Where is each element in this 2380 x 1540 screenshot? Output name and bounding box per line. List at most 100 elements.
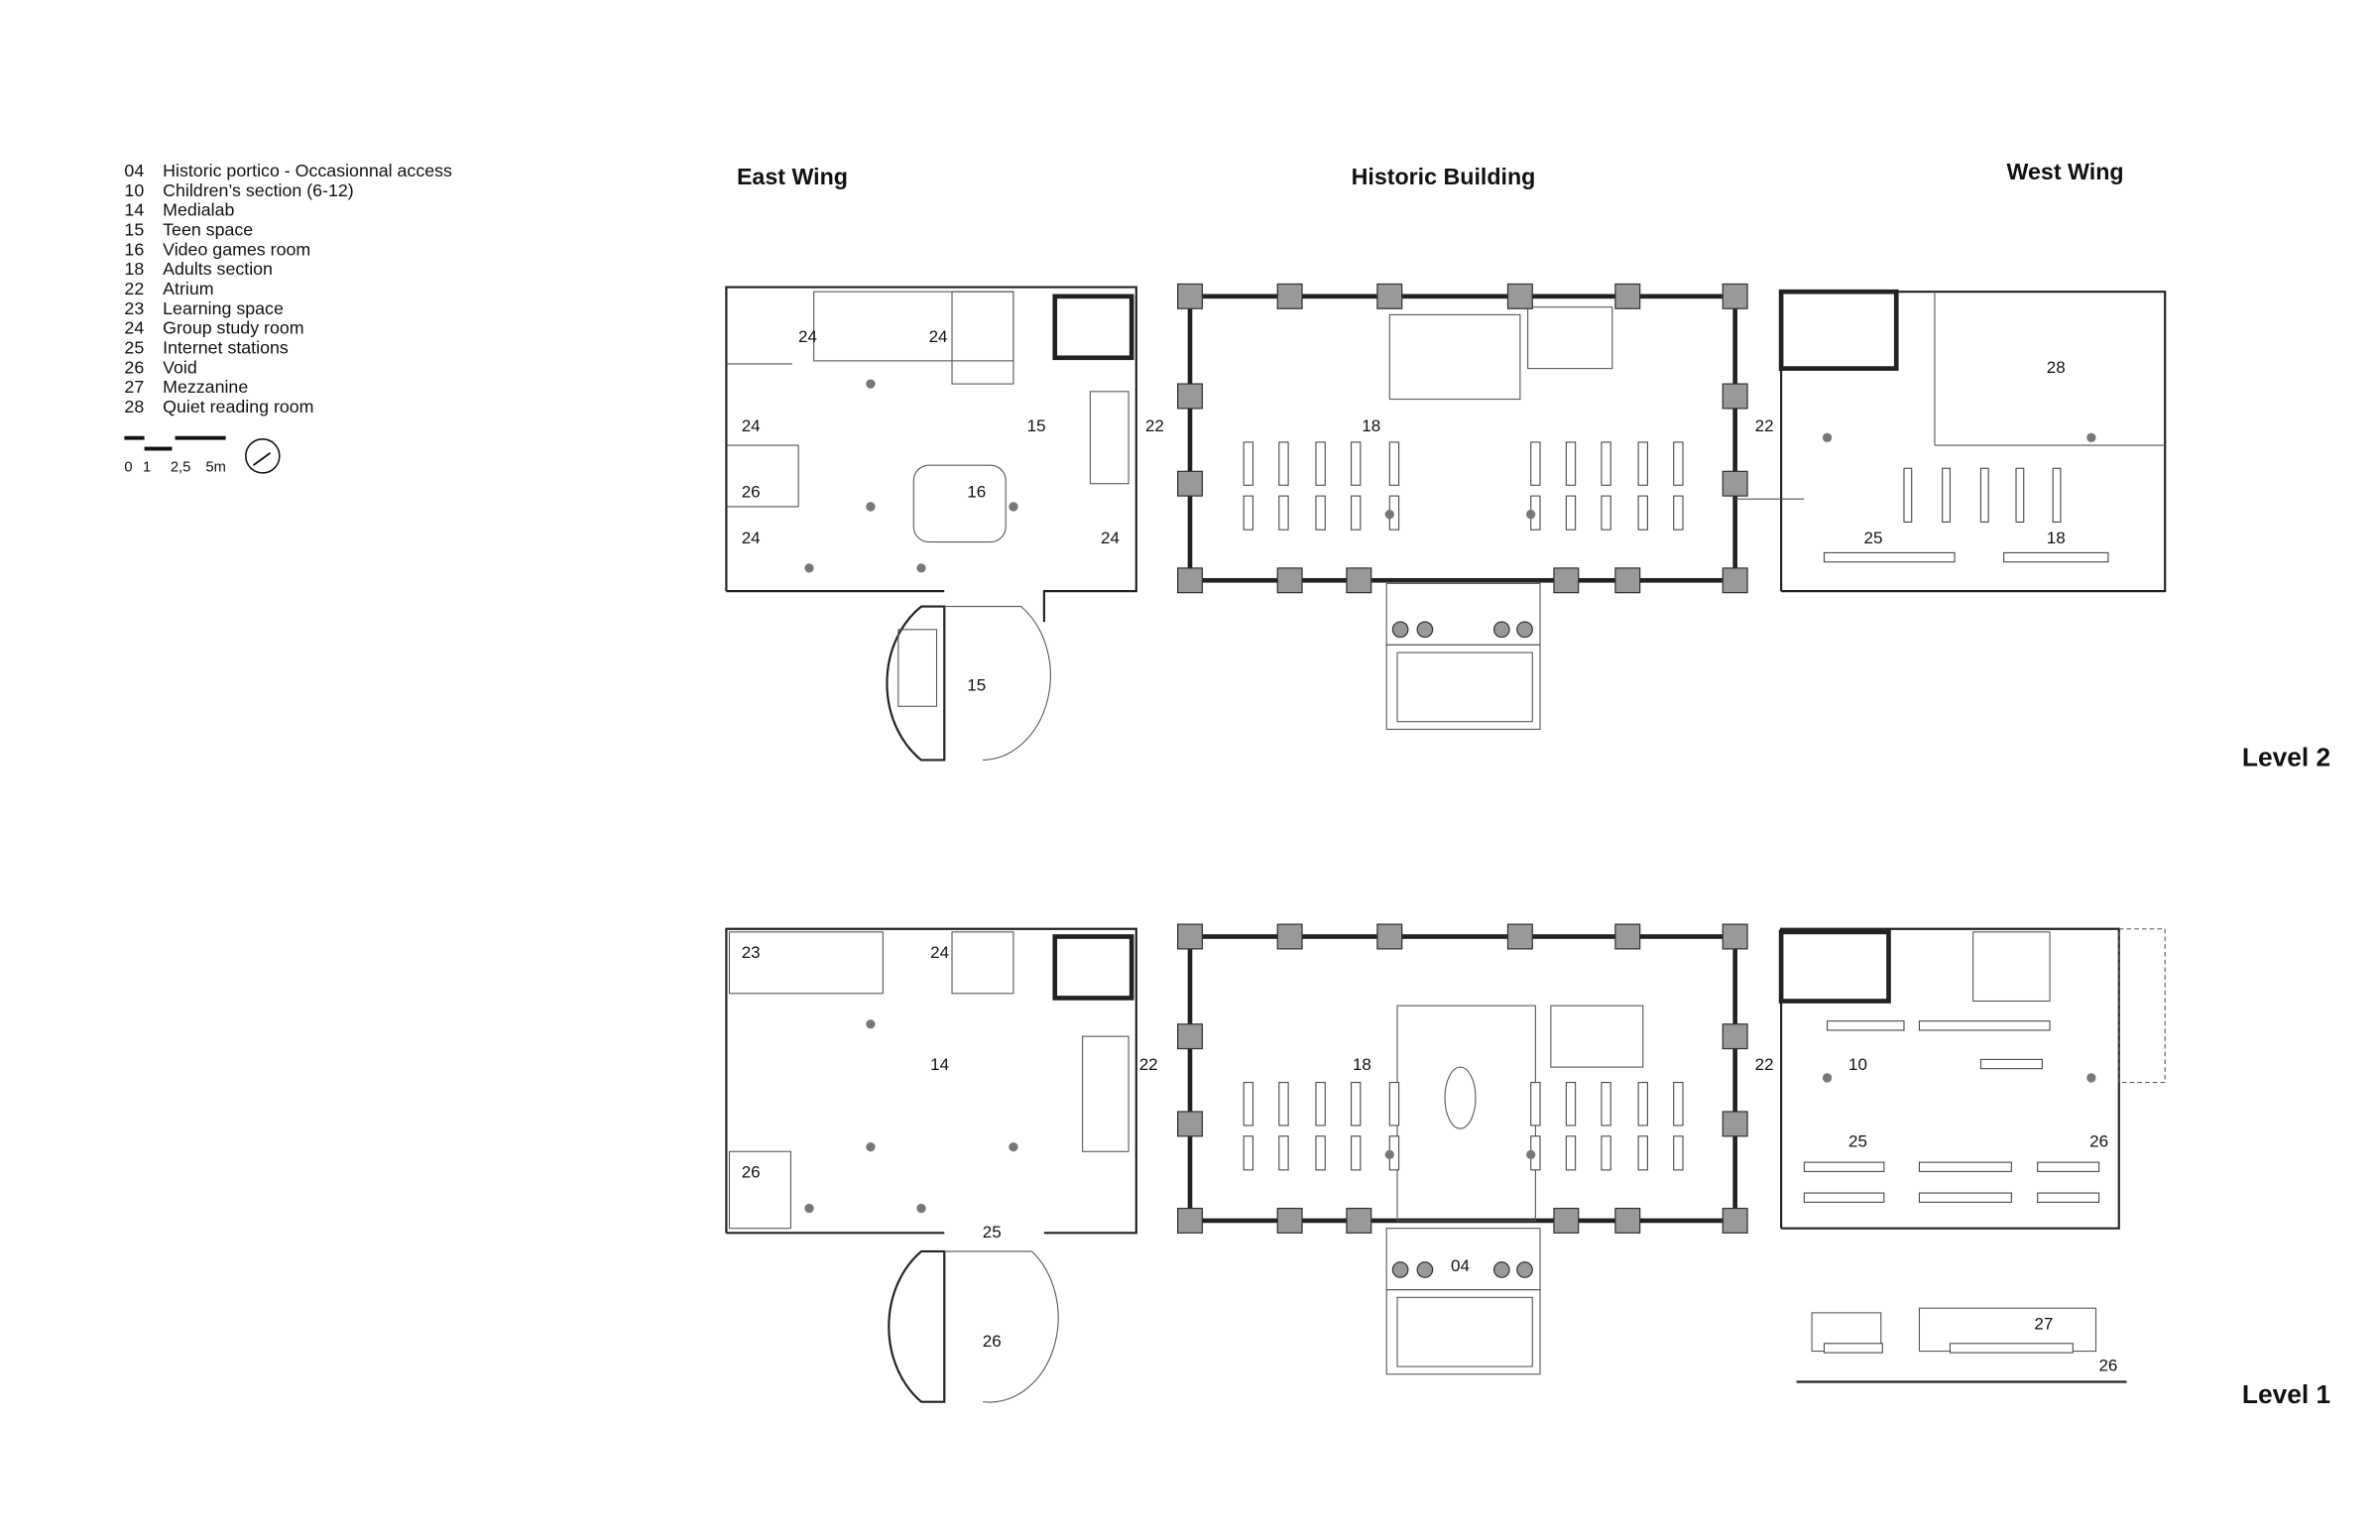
- bookshelf: [1243, 1082, 1254, 1126]
- bookshelf: [1637, 1082, 1648, 1126]
- internet-station-desk: [1918, 1192, 2012, 1203]
- column: [866, 1019, 876, 1029]
- column: [1526, 510, 1536, 520]
- room-number-level-2: 16: [967, 483, 986, 502]
- column: [1526, 1149, 1536, 1160]
- room-number-level-2: 25: [1864, 529, 1883, 547]
- internet-station-desk: [2037, 1192, 2100, 1203]
- bookshelf: [1565, 1082, 1577, 1126]
- bookshelf: [1278, 441, 1289, 486]
- bookshelf: [1979, 467, 1989, 523]
- room-number-level-1: 26: [742, 1162, 761, 1181]
- legend-label: Medialab: [163, 200, 234, 220]
- bookshelf: [1601, 1082, 1611, 1126]
- column: [1384, 510, 1394, 520]
- heading-east-wing: East Wing: [737, 164, 848, 189]
- room-number-level-2: 24: [742, 529, 761, 547]
- room-number-level-2: 24: [742, 416, 761, 435]
- legend-label: Children’s section (6-12): [163, 180, 354, 200]
- legend-label: Atrium: [163, 279, 213, 298]
- bookshelf: [2052, 467, 2062, 523]
- level-1-plan: [725, 927, 2166, 1403]
- bookshelf: [1351, 1135, 1362, 1171]
- column: [916, 563, 926, 573]
- pier: [1176, 383, 1204, 410]
- bookshelf: [1315, 441, 1326, 486]
- portico-column: [1492, 1261, 1510, 1278]
- room-number-level-1: 22: [1139, 1055, 1158, 1074]
- column: [2086, 432, 2096, 442]
- pier: [1506, 283, 1533, 309]
- bookshelf: [1243, 441, 1254, 486]
- bookshelf: [1351, 495, 1362, 531]
- pier: [1614, 567, 1641, 594]
- room-number-level-2: 15: [1027, 416, 1046, 435]
- pier: [1176, 923, 1204, 950]
- column: [1822, 432, 1833, 442]
- room-number-level-1: 18: [1353, 1055, 1371, 1074]
- portico-column: [1416, 1261, 1434, 1278]
- legend-label: Adults section: [163, 259, 273, 279]
- room-number-level-1: 25: [1848, 1131, 1867, 1150]
- pier: [1722, 1207, 1748, 1234]
- room-number-level-2: 18: [1362, 416, 1380, 435]
- bookshelf: [1278, 1135, 1289, 1171]
- portico-column: [1516, 1261, 1533, 1278]
- legend-code: 15: [124, 220, 144, 240]
- portico-column: [1492, 621, 1510, 639]
- room-number-level-2: 24: [1101, 529, 1120, 547]
- room-number-level-2: 24: [798, 327, 817, 346]
- scale-bar: 0 1 2,5 5m: [124, 435, 226, 475]
- historic-building-level-1: [1187, 934, 1737, 1375]
- pier: [1276, 1207, 1303, 1234]
- bookshelf: [1530, 1082, 1541, 1126]
- pier: [1614, 1207, 1641, 1234]
- legend-label: Internet stations: [163, 337, 289, 357]
- internet-station-desk: [1823, 551, 1956, 563]
- bookshelf: [1979, 1058, 2043, 1070]
- column: [2086, 1073, 2096, 1083]
- legend-label: Teen space: [163, 220, 253, 240]
- room-number-level-1: 04: [1451, 1256, 1470, 1275]
- room-number-level-1: 14: [930, 1055, 949, 1074]
- bookshelf: [1637, 441, 1648, 486]
- bookshelf: [1278, 1082, 1289, 1126]
- pier: [1553, 567, 1580, 594]
- pier: [1376, 283, 1403, 309]
- north-arrow-icon: [244, 438, 281, 474]
- pier: [1176, 283, 1204, 309]
- bookshelf: [1315, 1135, 1326, 1171]
- west-wing-level-1: [1778, 927, 2166, 1383]
- internet-station-desk: [1803, 1192, 1885, 1203]
- room-number-level-1: 26: [2098, 1357, 2117, 1375]
- bookshelf: [1601, 441, 1611, 486]
- column: [866, 502, 876, 512]
- pier: [1614, 923, 1641, 950]
- bookshelf: [1903, 467, 1913, 523]
- legend-label: Mezzanine: [163, 377, 248, 397]
- legend-label: Learning space: [163, 298, 284, 318]
- bookshelf: [2015, 467, 2025, 523]
- bookshelf: [1673, 495, 1684, 531]
- legend-code: 23: [124, 298, 144, 318]
- pier: [1276, 283, 1303, 309]
- room-number-level-2: 22: [1755, 416, 1774, 435]
- internet-station-desk: [1803, 1161, 1885, 1172]
- east-wing-level-2: [725, 286, 1137, 762]
- legend-code: 04: [124, 161, 144, 180]
- legend-code: 22: [124, 279, 144, 298]
- bookshelf: [1601, 1135, 1611, 1171]
- pier: [1276, 923, 1303, 950]
- pier: [1276, 567, 1303, 594]
- legend-label: Group study room: [163, 318, 303, 338]
- bookshelf: [1388, 441, 1400, 486]
- column: [866, 379, 876, 389]
- bookshelf: [1388, 1082, 1400, 1126]
- portico-column: [1416, 621, 1434, 639]
- bookshelf: [1637, 1135, 1648, 1171]
- bookshelf: [1565, 1135, 1577, 1171]
- room-number-level-1: 24: [930, 943, 949, 962]
- bookshelf: [1918, 1020, 2051, 1031]
